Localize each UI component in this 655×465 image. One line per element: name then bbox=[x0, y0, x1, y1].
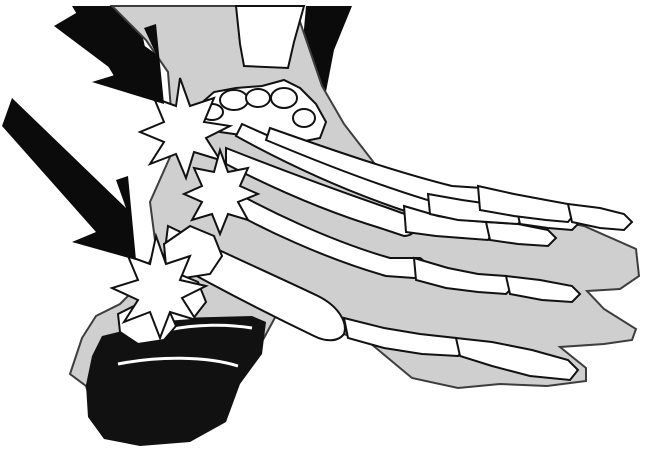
tarsal-bone-3 bbox=[271, 88, 297, 108]
tarsal-bone-1 bbox=[220, 90, 248, 110]
tarsal-bone-2 bbox=[246, 89, 270, 107]
tarsal-bone-4 bbox=[293, 109, 315, 127]
